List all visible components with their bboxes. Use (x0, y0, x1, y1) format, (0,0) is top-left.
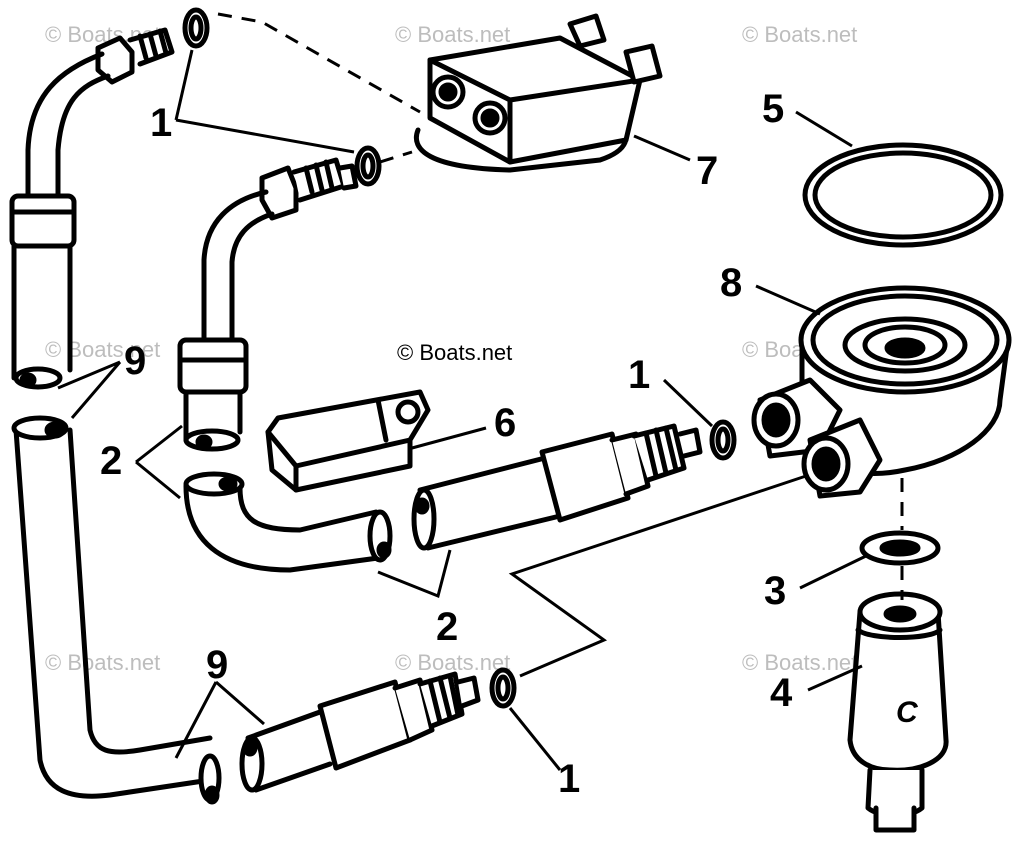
callout-1-mid: 1 (628, 353, 650, 397)
guide-lines (217, 12, 904, 600)
hose-9-fitting-lower (239, 671, 481, 793)
callout-2-bottom: 2 (436, 605, 458, 649)
dashed-guide-mid (379, 150, 413, 164)
leader-4 (807, 664, 863, 692)
watermark-top-center: © Boats.net (395, 22, 510, 47)
leader-8 (755, 284, 821, 316)
watermark-bottom-center: © Boats.net (395, 650, 510, 675)
filter-marking: C (896, 696, 919, 729)
callout-2-left: 2 (100, 439, 122, 483)
leader-guide-lower (508, 474, 807, 678)
leader-7 (633, 134, 691, 162)
leader-6 (411, 426, 487, 450)
hose-9-upper (9, 27, 175, 390)
filter-element-4 (847, 591, 949, 833)
leader-2-bottom (377, 549, 452, 599)
callout-4: 4 (770, 671, 793, 715)
leader-lines (57, 49, 867, 771)
callout-6: 6 (494, 401, 516, 445)
leader-9-upper (57, 360, 122, 419)
callout-8: 8 (720, 261, 742, 305)
clip-6 (265, 389, 431, 493)
hose-2-middle (411, 423, 703, 551)
callout-9-lower: 9 (206, 643, 228, 687)
callout-9-upper: 9 (124, 339, 146, 383)
dashed-guide-top (217, 12, 421, 114)
callout-1-lower: 1 (558, 757, 580, 801)
leader-9-lower (174, 680, 265, 759)
o-ring-1-mid (709, 419, 737, 461)
leader-1-upper (174, 49, 355, 154)
watermark-bottom-right: © Boats.net (742, 650, 857, 675)
watermark-center: © Boats.net (397, 340, 512, 365)
leader-2-left (135, 424, 183, 500)
leader-5 (795, 110, 853, 148)
callout-7: 7 (696, 149, 718, 193)
callouts: 1 1 1 2 2 3 4 5 6 7 8 9 9 C (100, 87, 919, 801)
seal-ring-5 (802, 142, 1004, 248)
o-ring-1-low (489, 667, 517, 709)
o-ring-1-top (182, 7, 210, 49)
watermark-top-right: © Boats.net (742, 22, 857, 47)
watermark-bottom-left: © Boats.net (45, 650, 160, 675)
leader-1-lower (508, 707, 562, 771)
leader-1-mid (662, 378, 714, 428)
leader-3 (799, 554, 867, 590)
callout-3: 3 (764, 569, 786, 613)
block-7 (413, 13, 663, 173)
hose-9-lower (11, 415, 222, 805)
callout-1-upper: 1 (150, 101, 172, 145)
hose-2-left (177, 157, 393, 573)
callout-5: 5 (762, 87, 784, 131)
washer-3 (859, 530, 941, 566)
o-ring-1-upper-mid (354, 145, 382, 187)
watermark-middle-left: © Boats.net (45, 337, 160, 362)
filter-adapter-8 (751, 285, 1012, 499)
